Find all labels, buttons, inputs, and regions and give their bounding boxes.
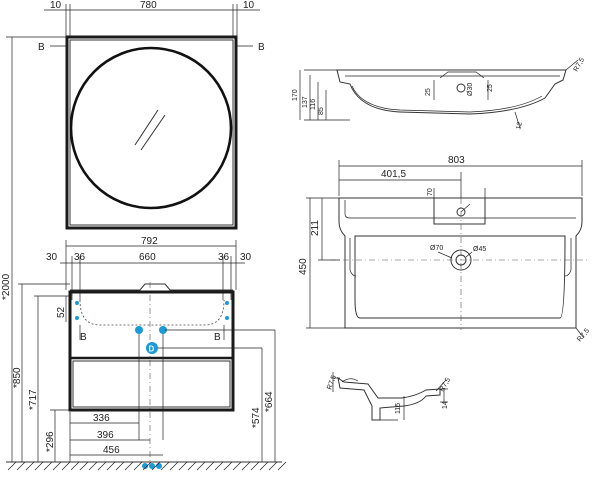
cabinet-section-b-left: B (80, 332, 87, 343)
floor-hatch-line (250, 461, 260, 471)
dim-296: *296 (45, 431, 56, 452)
basin-side-170: 170 (292, 89, 299, 101)
floor-hatch-line (88, 461, 98, 471)
basin-section-115: 115 (395, 403, 402, 414)
mount-point (75, 316, 79, 320)
cabinet-view: 792 30 36 660 36 30 52 B B (46, 236, 276, 469)
dim-total-height: *2000 (1, 273, 12, 300)
floor-hatch-line (97, 461, 107, 471)
basin-top-d45: Ø45 (473, 246, 486, 253)
height-dims: *2000 *850 *717 *296 (1, 36, 70, 462)
floor-hatch-line (187, 461, 197, 471)
basin-side-137: 137 (302, 96, 309, 108)
floor-hatch-line (160, 461, 170, 471)
floor-hatch-line (268, 461, 278, 471)
floor-hatch-line (277, 461, 287, 471)
mount-point (75, 301, 79, 305)
cabinet-section-b-right: B (214, 332, 221, 343)
floor-hatch-line (34, 461, 44, 471)
cabinet-dim-660: 660 (139, 252, 156, 263)
drain-connection (146, 342, 158, 354)
cabinet-dim-36-right: 36 (218, 252, 230, 263)
floor-hatch-line (178, 461, 188, 471)
basin-side-116: 116 (310, 99, 317, 110)
basin-section-r75a: R7,5 (326, 374, 338, 390)
cabinet-dim-396: 396 (97, 430, 114, 441)
mirror-section-b-left: B (38, 42, 45, 53)
floor-line (6, 461, 287, 471)
floor-marker (142, 463, 148, 469)
mount-point (225, 316, 229, 320)
floor-hatch-line (133, 461, 143, 471)
mount-point (225, 301, 229, 305)
floor-hatch-line (232, 461, 242, 471)
water-inlet-left (135, 326, 143, 334)
basin-side-view: 170 137 116 85 25 Ø30 25 R7,5 12 (292, 57, 586, 131)
floor-hatch-line (16, 461, 26, 471)
cabinet-dim-30-left: 30 (46, 252, 58, 263)
floor-hatch-line (169, 461, 179, 471)
round-mirror (69, 46, 233, 210)
basin-top-70: 70 (427, 188, 434, 196)
basin-top-211: 211 (310, 220, 321, 236)
cabinet-dim-52: 52 (56, 306, 67, 318)
basin-section-view: R7,5 115 14 R7,5 (326, 372, 453, 421)
mirror-dim-left: 10 (50, 0, 62, 11)
basin-side-r75: R7,5 (573, 57, 587, 73)
basin-side-d30: Ø30 (467, 83, 474, 96)
basin-side-12: 12 (515, 121, 524, 130)
basin-top-803: 803 (448, 155, 465, 166)
drain-marker-label: D (149, 345, 155, 354)
basin-top-4015: 401,5 (381, 169, 406, 180)
mirror-view: 10 780 10 B B (38, 0, 265, 230)
dim-850: *850 (12, 367, 23, 388)
cabinet-dim-36-left: 36 (74, 252, 86, 263)
dim-664: *664 (264, 391, 275, 412)
floor-hatch-line (151, 461, 161, 471)
floor-hatch-line (115, 461, 125, 471)
mirror-section-b-right: B (258, 42, 265, 53)
basin-section-14: 14 (442, 401, 449, 409)
mirror-dim-right: 10 (243, 0, 255, 11)
dim-574: *574 (251, 407, 262, 428)
basin-side-25a: 25 (425, 88, 432, 96)
floor-hatch-line (223, 461, 233, 471)
basin-top-450: 450 (298, 258, 309, 275)
floor-hatch-line (196, 461, 206, 471)
cabinet-dim-456: 456 (103, 445, 120, 456)
basin-top-view: 803 401,5 70 Ø70 Ø45 450 (298, 155, 591, 343)
water-inlet-right (159, 326, 167, 334)
basin-side-85: 85 (318, 107, 325, 115)
floor-marker (149, 463, 155, 469)
floor-hatch-line (61, 461, 71, 471)
basin-top-d70: Ø70 (430, 245, 443, 252)
floor-hatch-line (241, 461, 251, 471)
floor-hatch-line (106, 461, 116, 471)
floor-marker (156, 463, 162, 469)
basin-section-r75b: R7,5 (439, 377, 453, 393)
floor-hatch-line (124, 461, 134, 471)
cabinet-dim-336: 336 (93, 413, 110, 424)
floor-hatch-line (7, 461, 17, 471)
mirror-dim-width: 780 (140, 0, 157, 11)
floor-hatch-line (25, 461, 35, 471)
floor-hatch-line (79, 461, 89, 471)
basin-top-r75: R7,5 (576, 327, 591, 343)
drain-inner (455, 254, 467, 266)
floor-hatch-line (214, 461, 224, 471)
floor-hatch-line (205, 461, 215, 471)
floor-hatch-line (142, 461, 152, 471)
drain-outer (450, 249, 472, 271)
floor-hatch-line (43, 461, 53, 471)
floor-hatch-line (259, 461, 269, 471)
basin-side-25b: 25 (487, 84, 494, 92)
floor-hatch-line (70, 461, 80, 471)
dim-717: *717 (28, 389, 39, 410)
floor-hatch-line (52, 461, 62, 471)
cabinet-width-792: 792 (141, 236, 158, 247)
cabinet-dim-30-right: 30 (240, 252, 252, 263)
